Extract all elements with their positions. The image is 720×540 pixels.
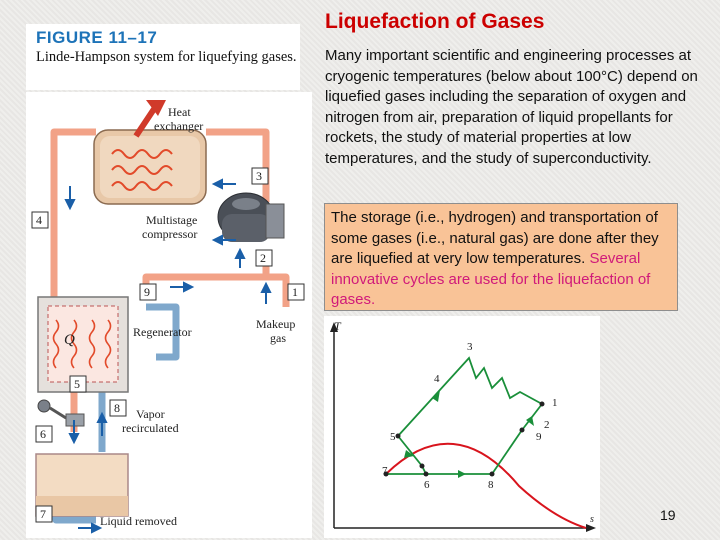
ts-state-5: 5 [390, 431, 396, 443]
state-8: 8 [114, 401, 120, 415]
page-number: 19 [660, 507, 676, 523]
pipe-4 [50, 128, 96, 297]
callout-text: The storage (i.e., hydrogen) and transpo… [331, 209, 659, 267]
figure-caption: Linde-Hampson system for liquefying gase… [36, 49, 297, 65]
label-liquid-removed: Liquid removed [100, 514, 177, 528]
path-compression [397, 356, 543, 437]
pipe-1-makeup [266, 273, 290, 307]
state-4: 4 [36, 213, 42, 227]
ts-state-3: 3 [467, 341, 473, 353]
label-heat-exchanger-1: Heat [168, 105, 191, 119]
path-9-8 [491, 429, 523, 475]
ts-state-6: 6 [424, 479, 430, 491]
state-markers: 4 3 2 1 9 5 8 6 7 [31, 167, 305, 523]
label-vapor-1: Vapor [136, 407, 165, 421]
s-axis-label: s [590, 514, 594, 525]
label-regenerator: Regenerator [133, 325, 192, 339]
t-axis-label: T [334, 319, 342, 333]
regenerator-box [37, 296, 129, 393]
saturation-dome [385, 442, 587, 529]
state-2: 2 [260, 251, 266, 265]
pipe-9 [146, 303, 180, 361]
ts-state-2: 2 [544, 419, 550, 431]
ts-state-8: 8 [488, 479, 494, 491]
ts-diagram: T s 3 4 1 2 9 5 7 6 8 [324, 316, 600, 538]
callout-box: The storage (i.e., hydrogen) and transpo… [324, 203, 678, 311]
label-compressor-1: Multistage [146, 213, 197, 227]
state-3: 3 [256, 169, 262, 183]
flow-arrows [64, 178, 272, 534]
cycle-arrows [404, 390, 534, 478]
label-vapor-2: recirculated [122, 421, 179, 435]
slide-body-text: Many important scientific and engineerin… [325, 47, 698, 167]
compressor [217, 192, 285, 242]
ts-state-labels: 3 4 1 2 9 5 7 6 8 [382, 341, 558, 491]
linde-hampson-diagram: Heat exchanger Multistage compressor Q R… [26, 92, 312, 538]
cycle-points [383, 401, 545, 477]
state-7: 7 [40, 507, 46, 521]
heat-exchanger [93, 100, 207, 205]
label-q: Q [64, 332, 75, 348]
label-makeup-2: gas [270, 331, 286, 345]
figure-label: FIGURE 11–17 [36, 28, 158, 47]
label-makeup-1: Makeup [256, 317, 295, 331]
callout-highlight: Several innovative cycles are used for t… [331, 250, 651, 308]
label-compressor-2: compressor [142, 227, 197, 241]
state-5: 5 [74, 377, 80, 391]
figure-caption-box [26, 24, 300, 90]
slide-title: Liquefaction of Gases [325, 10, 545, 33]
state-6: 6 [40, 427, 46, 441]
ts-state-7: 7 [382, 465, 388, 477]
ts-state-9: 9 [536, 431, 542, 443]
state-9: 9 [144, 285, 150, 299]
state-1: 1 [292, 285, 298, 299]
ts-state-4: 4 [434, 373, 440, 385]
ts-state-1: 1 [552, 397, 558, 409]
label-heat-exchanger-2: exchanger [154, 119, 203, 133]
